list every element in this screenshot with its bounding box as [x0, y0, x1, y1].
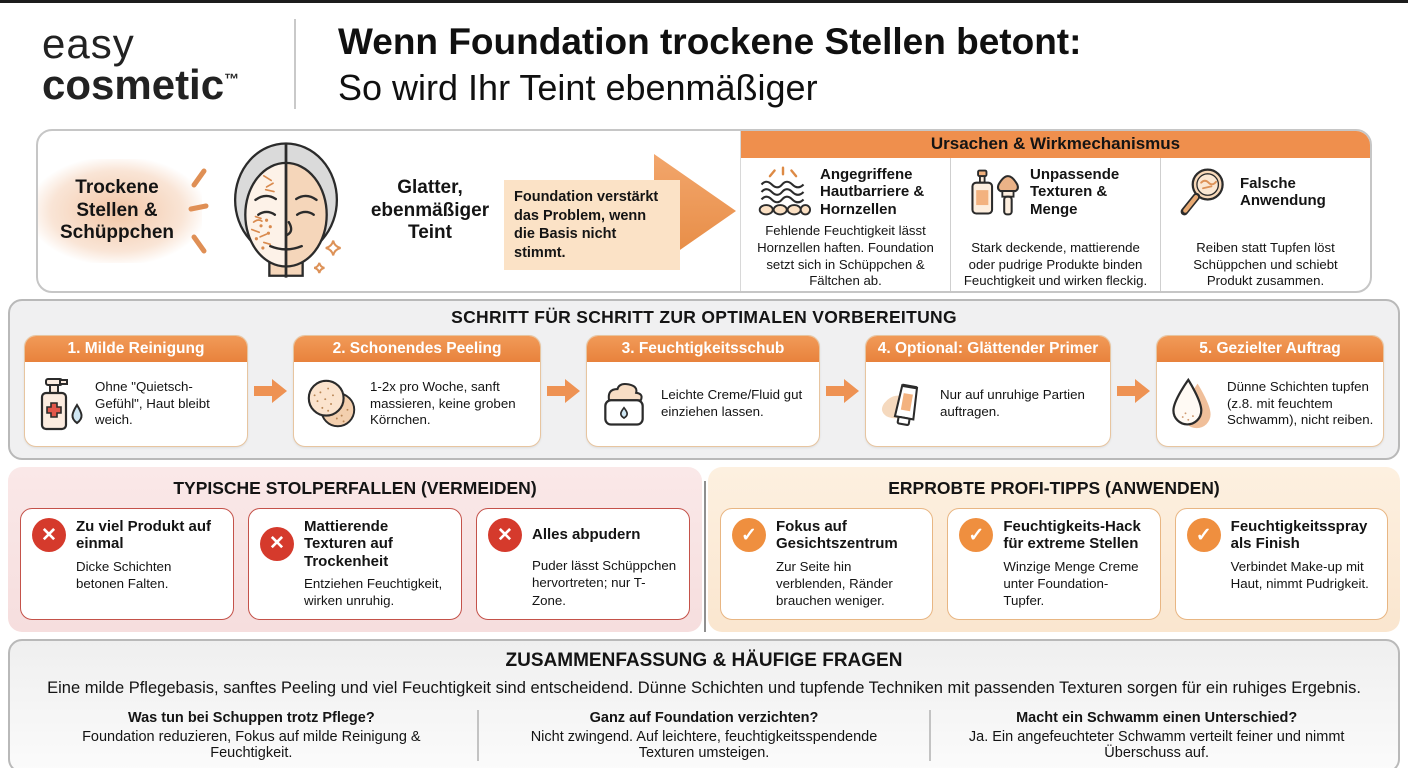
step-title: 5. Gezielter Auftrag	[1157, 336, 1383, 362]
step-title: 3. Feuchtigkeitsschub	[587, 336, 819, 362]
split-face-icon	[233, 142, 341, 278]
check-icon: ✓	[1186, 518, 1221, 553]
step-arrow-icon	[546, 379, 580, 403]
faq-answer: Ja. Ein angefeuchteter Schwamm verteilt …	[968, 729, 1345, 762]
faq-answer: Nicht zwingend. Auf leichtere, feuchtigk…	[530, 729, 878, 762]
tip-card: ✓ Feuchtigkeitsspray als Finish Verbinde…	[1174, 508, 1388, 621]
step-text: Dünne Schichten tupfen (z.8. mit feuchte…	[1227, 378, 1374, 428]
tip-title: Feuchtigkeits-Hack für extreme Stellen	[1003, 518, 1141, 553]
steps-header: SCHRITT FÜR SCHRITT ZUR OPTIMALEN VORBER…	[451, 307, 957, 327]
causes-header: Ursachen & Wirkmechanismus	[741, 131, 1370, 158]
cause-item: Unpassende Texturen & Menge Stark decken…	[950, 158, 1160, 291]
problem-arrow: Foundation verstärkt das Problem, wenn d…	[502, 144, 740, 278]
smooth-skin-label: Glatter, ebenmäßiger Teint	[370, 176, 490, 244]
summary-section: ZUSAMMENFASSUNG & HÄUFIGE FRAGEN Eine mi…	[8, 639, 1400, 768]
tip-card: ✓ Fokus auf Gesichtszentrum Zur Seite hi…	[720, 508, 934, 621]
x-icon: ✕	[260, 526, 294, 561]
step-arrow-icon	[253, 379, 287, 403]
step-card-3: 3. Feuchtigkeitsschub Leichte Creme/Flui…	[586, 335, 820, 447]
pitfall-card: ✕ Mattierende Texturen auf Trockenheit E…	[248, 508, 462, 621]
cause-title: Falsche Anwendung	[1240, 174, 1326, 209]
sponge-icon	[1172, 377, 1211, 429]
pump-bottle-icon	[40, 378, 83, 431]
pitfalls-and-tips-section: TYPISCHE STOLPERFALLEN (VERMEIDEN) ✕ Zu …	[8, 467, 1400, 633]
faq-item: Was tun bei Schuppen trotz Pflege? Found…	[26, 710, 477, 761]
step-text: Ohne "Quietsch-Gefühl", Haut bleibt weic…	[95, 378, 210, 428]
step-text: Nur auf unruhige Partien auftragen.	[940, 387, 1085, 419]
pitfall-text: Puder lässt Schüppchen hervortreten; nur…	[532, 558, 677, 608]
skin-barrier-icon	[758, 166, 811, 216]
tip-text: Zur Seite hin verblenden, Ränder brauche…	[776, 558, 893, 609]
summary-header: ZUSAMMENFASSUNG & HÄUFIGE FRAGEN	[505, 650, 903, 672]
x-icon: ✕	[488, 518, 522, 552]
step-title: 2. Schonendes Peeling	[294, 336, 540, 362]
dry-skin-label: Trockene Stellen & Schüppchen	[38, 158, 202, 264]
page-header: easy cosmetic™ Wenn Foundation trockene …	[0, 3, 1408, 125]
cause-item: Angegriffene Hautbarriere & Hornzellen F…	[741, 158, 950, 291]
page-title: Wenn Foundation trockene Stellen betont:…	[338, 19, 1081, 108]
brand-line1: easy	[42, 19, 135, 67]
page-title-line1: Wenn Foundation trockene Stellen betont:	[338, 21, 1082, 63]
causes-block: Ursachen & Wirkmechanismus	[740, 131, 1370, 291]
pitfalls-panel: TYPISCHE STOLPERFALLEN (VERMEIDEN) ✕ Zu …	[8, 467, 702, 633]
cause-title: Angegriffene Hautbarriere & Hornzellen	[820, 166, 925, 218]
tip-card: ✓ Feuchtigkeits-Hack für extreme Stellen…	[947, 508, 1161, 621]
cause-item: Falsche Anwendung Reiben statt Tupfen lö…	[1160, 158, 1370, 291]
cause-text: Reiben statt Tupfen löst Schüppchen und …	[1193, 239, 1338, 289]
step-text: Leichte Creme/Fluid gut einziehen lassen…	[661, 387, 803, 419]
brand-logo: easy cosmetic™	[42, 19, 294, 108]
brand-line2: cosmetic™	[42, 61, 240, 108]
pitfalls-header: TYPISCHE STOLPERFALLEN (VERMEIDEN)	[173, 478, 537, 498]
pitfall-text: Dicke Schichten betonen Falten.	[76, 558, 172, 591]
tip-text: Winzige Menge Creme unter Foundation-Tup…	[1003, 558, 1139, 609]
faq-item: Ganz auf Foundation verzichten? Nicht zw…	[476, 710, 930, 762]
step-card-1: 1. Milde Reinigung Ohne "Quietsch-Gefühl…	[24, 335, 248, 447]
pitfall-card: ✕ Alles abpudern Puder lässt Schüppchen …	[476, 508, 690, 621]
step-card-2: 2. Schonendes Peeling 1-2x pro Woche, sa…	[293, 335, 541, 447]
tip-title: Fokus auf Gesichtszentrum	[776, 518, 898, 553]
faq-question: Macht ein Schwamm einen Unterschied?	[1016, 710, 1298, 727]
before-after-comparison: Trockene Stellen & Schüppchen	[38, 131, 740, 291]
pitfall-title: Mattierende Texturen auf Trockenheit	[304, 518, 393, 570]
step-title: 4. Optional: Glättender Primer	[866, 336, 1110, 362]
steps-section: SCHRITT FÜR SCHRITT ZUR OPTIMALEN VORBER…	[8, 299, 1400, 460]
panel-divider	[704, 481, 706, 633]
faq-question: Ganz auf Foundation verzichten?	[589, 710, 819, 727]
step-card-5: 5. Gezielter Auftrag Dünne Schichten tup…	[1156, 335, 1384, 447]
tips-panel: ERPROBTE PROFI-TIPPS (ANWENDEN) ✓ Fokus …	[708, 467, 1400, 633]
header-divider	[294, 19, 296, 109]
step-title: 1. Milde Reinigung	[25, 336, 247, 362]
pitfall-text: Entziehen Feuchtigkeit, wirken unruhig.	[304, 575, 443, 609]
step-arrow-icon	[825, 379, 859, 403]
trademark-symbol: ™	[224, 71, 240, 88]
cream-jar-icon	[604, 382, 644, 426]
faq-item: Macht ein Schwamm einen Unterschied? Ja.…	[929, 710, 1382, 762]
step-card-4: 4. Optional: Glättender Primer Nur auf u…	[865, 335, 1111, 447]
pitfall-title: Alles abpudern	[532, 526, 641, 544]
tips-header: ERPROBTE PROFI-TIPPS (ANWENDEN)	[888, 478, 1220, 498]
peeling-pads-icon	[307, 379, 356, 428]
primer-tube-icon	[881, 383, 919, 426]
magnifier-icon	[1180, 168, 1224, 216]
faq-answer: Foundation reduzieren, Fokus auf milde R…	[82, 729, 421, 762]
pitfall-card: ✕ Zu viel Produkt auf einmal Dicke Schic…	[20, 508, 234, 621]
foundation-bottle-brush-icon	[971, 169, 1019, 216]
arrow-note: Foundation verstärkt das Problem, wenn d…	[504, 180, 680, 271]
page-title-line2: So wird Ihr Teint ebenmäßiger	[338, 66, 818, 108]
problem-and-causes-section: Trockene Stellen & Schüppchen	[36, 129, 1372, 293]
cause-text: Stark deckende, mattierende oder pudrige…	[963, 239, 1148, 289]
faq-question: Was tun bei Schuppen trotz Pflege?	[127, 710, 375, 727]
tip-title: Feuchtigkeitsspray als Finish	[1230, 518, 1368, 553]
summary-text: Eine milde Pflegebasis, sanftes Peeling …	[47, 679, 1361, 698]
pitfall-title: Zu viel Produkt auf einmal	[76, 518, 212, 553]
cause-title: Unpassende Texturen & Menge	[1030, 166, 1120, 218]
step-arrow-icon	[1116, 379, 1150, 403]
check-icon: ✓	[959, 518, 994, 553]
cause-text: Fehlende Feuchtigkeit lässt Hornzellen h…	[757, 223, 934, 289]
check-icon: ✓	[732, 518, 766, 553]
x-icon: ✕	[32, 518, 66, 553]
step-text: 1-2x pro Woche, sanft massieren, keine g…	[370, 378, 516, 428]
tip-text: Verbindet Make-up mit Haut, nimmt Pudrig…	[1230, 558, 1369, 591]
